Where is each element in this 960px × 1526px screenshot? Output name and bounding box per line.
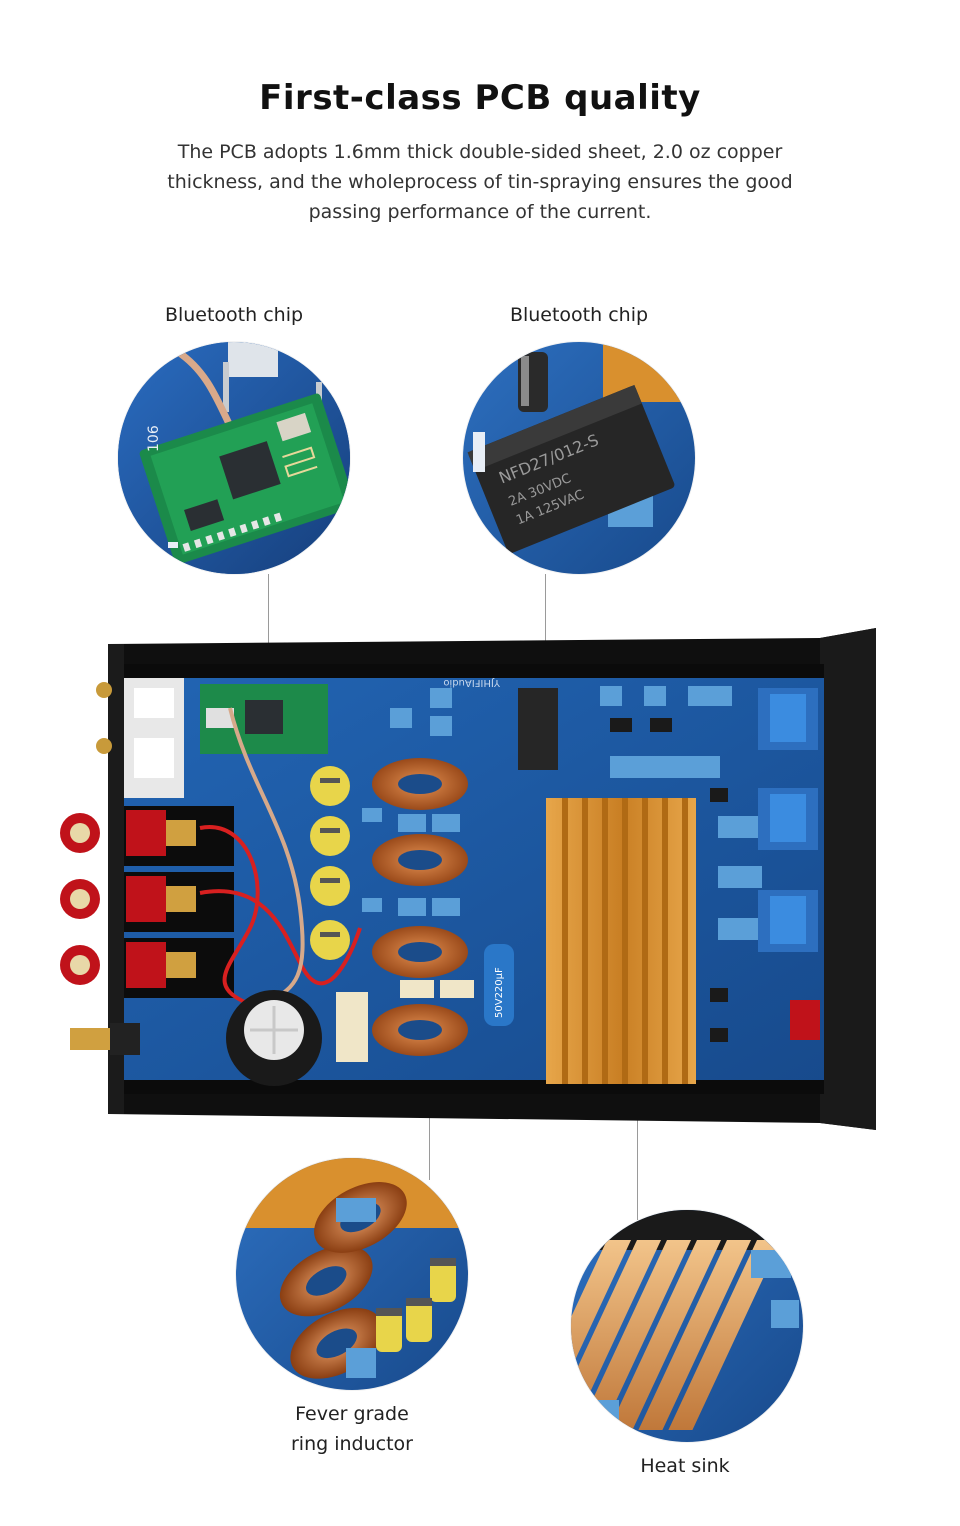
bluetooth-module-closeup-icon: 106 xyxy=(118,342,350,574)
callout-line-bluetooth-chip xyxy=(268,574,269,684)
callout-line-heat-sink xyxy=(637,1070,638,1220)
callout-label-heat-sink: Heat sink xyxy=(640,1455,730,1477)
board-silkscreen: YJHIFIAudio xyxy=(443,677,501,688)
amplifier-board-image: 50V220μF YJHIF xyxy=(50,628,876,1130)
callout-label-ring-inductor-line2: ring inductor xyxy=(291,1433,413,1455)
relay-closeup-icon: NFD27/012-S 2A 30VDC 1A 125VAC xyxy=(463,342,695,574)
callout-label-bluetooth-chip: Bluetooth chip xyxy=(164,304,304,326)
callout-label-bluetooth-chip-2: Bluetooth chip xyxy=(509,304,649,326)
page-description: The PCB adopts 1.6mm thick double-sided … xyxy=(167,141,793,223)
callout-label-ring-inductor-line1: Fever grade xyxy=(295,1403,409,1425)
svg-text:106: 106 xyxy=(146,425,162,452)
heat-sink-closeup-icon xyxy=(571,1210,803,1442)
capacitor-marking: 50V220μF xyxy=(494,967,505,1018)
page-title: First-class PCB quality xyxy=(259,78,701,118)
callout-label-ring-inductor: Fever grade ring inductor xyxy=(252,1399,452,1459)
callout-line-relay xyxy=(545,574,546,664)
ring-inductor-closeup-icon xyxy=(236,1158,468,1390)
